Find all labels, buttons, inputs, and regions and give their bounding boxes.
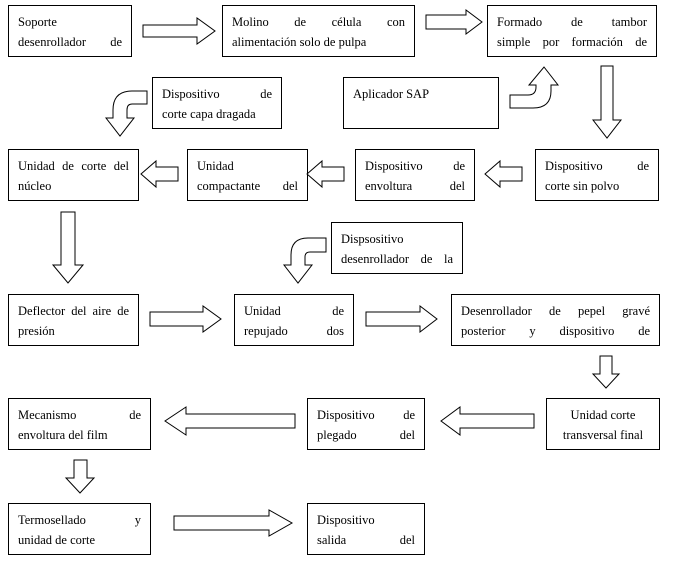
box-text-line: Dispositivo de: [365, 159, 465, 173]
box-unidad-corte-nucleo: Unidad de corte del núcleo: [8, 149, 139, 201]
box-unidad-corte-transversal: Unidad corte transversal final: [546, 398, 660, 450]
arrow-left: [440, 406, 535, 436]
box-text-line: Termosellado y: [18, 513, 141, 527]
box-text-line: salida del: [317, 533, 415, 547]
box-text-line: alimentación solo de pulpa: [232, 35, 367, 49]
box-dispositivo-corte-capa: Dispositivo de corte capa dragada: [152, 77, 282, 129]
box-mecanismo-envoltura: Mecanismo de envoltura del film: [8, 398, 151, 450]
box-aplicador-sap: Aplicador SAP: [343, 77, 499, 129]
box-deflector-aire: Deflector del aire de presión: [8, 294, 139, 346]
box-unidad-compactante: Unidad compactante del: [187, 149, 308, 201]
box-dispositivo-desenrollador-la: Dispsositivo desenrollador de la: [331, 222, 463, 274]
box-text-line: desenrollador de: [18, 35, 122, 49]
box-text-line: compactante del: [197, 179, 298, 193]
box-dispositivo-corte-sin-polvo: Dispositivo de corte sin polvo: [535, 149, 659, 201]
box-text-line: Desenrollador de pepel gravé: [461, 304, 650, 318]
box-text-line: Unidad de: [244, 304, 344, 318]
box-desenrollador-papel: Desenrollador de pepel gravé posterior y…: [451, 294, 660, 346]
box-text-line: Dispositivo de: [317, 408, 415, 422]
box-text-line: unidad de corte: [18, 533, 96, 547]
arrow-down: [64, 459, 96, 494]
box-molino-celula: Molino de célula con alimentación solo d…: [222, 5, 415, 57]
curved-arrow: [282, 237, 327, 284]
arrow-right: [425, 9, 483, 35]
box-dispositivo-salida: Dispositivo salida del: [307, 503, 425, 555]
curved-arrow: [104, 90, 148, 137]
curved-arrow: [509, 66, 560, 109]
box-text-line: Dispositivo: [317, 513, 375, 527]
box-text-line: transversal final: [562, 428, 644, 442]
box-text-line: Unidad: [197, 159, 234, 173]
box-termosellado: Termosellado y unidad de corte: [8, 503, 151, 555]
box-text-line: Aplicador SAP: [353, 87, 430, 101]
arrow-right: [173, 509, 294, 537]
arrow-left: [140, 159, 179, 189]
box-text-line: presión: [18, 324, 55, 338]
box-dispositivo-plegado: Dispositivo de plegado del: [307, 398, 425, 450]
arrow-down: [591, 65, 623, 139]
arrow-left: [484, 159, 523, 189]
box-text-line: Formado de tambor: [497, 15, 647, 29]
box-text-line: Soporte: [18, 15, 57, 29]
box-text-line: desenrollador de la: [341, 252, 453, 266]
box-text-line: Mecanismo de: [18, 408, 141, 422]
box-text-line: corte capa dragada: [162, 107, 256, 121]
arrow-right: [142, 17, 216, 45]
box-text-line: plegado del: [317, 428, 415, 442]
box-formado-tambor: Formado de tambor simple por formación d…: [487, 5, 657, 57]
box-text-line: Molino de célula con: [232, 15, 405, 29]
box-unidad-repujado: Unidad de repujado dos: [234, 294, 354, 346]
arrow-right: [149, 305, 222, 333]
box-text-line: envoltura del: [365, 179, 465, 193]
box-dispositivo-envoltura: Dispositivo de envoltura del: [355, 149, 475, 201]
box-text-line: núcleo: [18, 179, 52, 193]
box-text-line: Unidad corte: [570, 408, 636, 422]
arrow-down: [51, 211, 85, 284]
box-text-line: Unidad de corte del: [18, 159, 129, 173]
arrow-down: [591, 355, 621, 389]
box-text-line: posterior y dispositivo de: [461, 324, 650, 338]
box-text-line: Dispositivo de: [545, 159, 649, 173]
box-text-line: Dispositivo de: [162, 87, 272, 101]
box-text-line: corte sin polvo: [545, 179, 620, 193]
box-text-line: Deflector del aire de: [18, 304, 129, 318]
arrow-right: [365, 304, 438, 334]
box-text-line: envoltura del film: [18, 428, 108, 442]
box-text-line: repujado dos: [244, 324, 344, 338]
box-text-line: Dispsositivo: [341, 232, 404, 246]
box-soporte-desenrollador: Soporte desenrollador de: [8, 5, 132, 57]
box-text-line: simple por formación de: [497, 35, 647, 49]
arrow-left: [306, 159, 345, 189]
arrow-left: [164, 406, 296, 436]
